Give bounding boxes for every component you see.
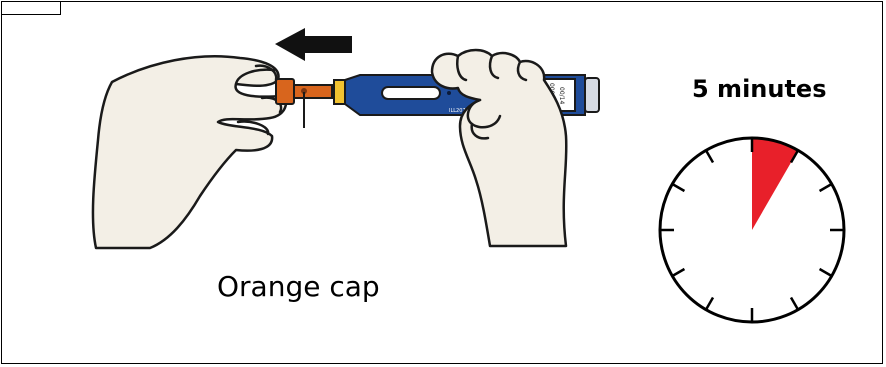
clock-tick bbox=[672, 184, 684, 191]
clock-tick bbox=[706, 150, 713, 162]
direction-arrow-icon bbox=[275, 28, 352, 61]
orange-cap-label: Orange cap bbox=[217, 270, 380, 303]
clock-tick bbox=[820, 184, 832, 191]
clock-tick bbox=[791, 298, 798, 310]
timer-clock-icon bbox=[660, 138, 844, 322]
clock-tick bbox=[672, 269, 684, 276]
clock-tick bbox=[706, 298, 713, 310]
wait-time-label: 5 minutes bbox=[692, 75, 827, 103]
pen-exp-text: 00/14 bbox=[558, 87, 565, 104]
orange-cap bbox=[276, 79, 332, 128]
left-hand bbox=[93, 56, 286, 248]
timer-elapsed-wedge bbox=[752, 138, 798, 230]
clock-tick bbox=[820, 269, 832, 276]
